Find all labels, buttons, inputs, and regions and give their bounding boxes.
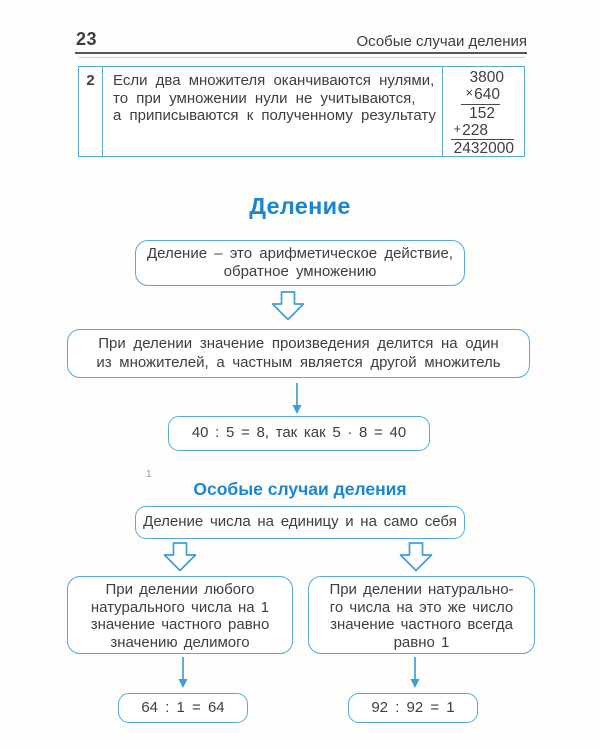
- case-box: Деление числа на единицу и на само себя: [135, 506, 465, 539]
- running-head-title: Особые случаи деления: [356, 33, 528, 50]
- rule-text: Если два множителя оканчиваются нулями, …: [113, 72, 436, 124]
- definition-box: Деление – это арифметическое действие, о…: [135, 240, 465, 286]
- partial-product-2-row: +228: [443, 120, 524, 139]
- division-by-itself-rule-box: При делении натурально- го числа на это …: [308, 576, 535, 654]
- product-row: 2432000: [443, 139, 524, 157]
- down-block-arrow-icon: [271, 291, 305, 321]
- partial-product-1: 152: [469, 104, 495, 122]
- down-block-arrow-left-icon: [163, 542, 197, 572]
- down-line-arrow-left-icon: [178, 657, 188, 688]
- down-block-arrow-right-icon: [399, 542, 433, 572]
- down-line-arrow-icon: [292, 383, 302, 414]
- property-box: При делении значение произведения делитс…: [67, 329, 530, 378]
- header-rule: [75, 52, 527, 54]
- multiplier-row: ×640: [443, 85, 524, 105]
- division-by-one-rule-box: При делении любого натурального числа на…: [67, 576, 293, 654]
- partial-product-2: 228: [462, 121, 488, 139]
- division-by-itself-example-box: 92 : 92 = 1: [348, 693, 478, 723]
- product: 2432000: [450, 139, 514, 157]
- rule-number: 2: [79, 67, 103, 156]
- multiplier: 640: [474, 86, 500, 104]
- column-multiplication: 3800 ×640 152 +228 2432000: [442, 67, 524, 157]
- multiplicand: 3800: [469, 69, 504, 86]
- header-rule-shadow: [79, 57, 525, 58]
- page-number: 23: [76, 29, 98, 49]
- plus-sign: +: [453, 120, 462, 136]
- division-example-box: 40 : 5 = 8, так как 5 · 8 = 40: [168, 416, 430, 451]
- rule-2-box: 2 Если два множителя оканчиваются нулями…: [78, 66, 525, 157]
- section-title: Деление: [249, 193, 351, 219]
- times-sign: ×: [465, 85, 474, 101]
- down-line-arrow-right-icon: [410, 657, 420, 688]
- division-by-one-example-box: 64 : 1 = 64: [118, 693, 248, 723]
- subsection-title: Особые случаи деления: [193, 479, 407, 499]
- stray-print-mark: 1: [146, 469, 152, 480]
